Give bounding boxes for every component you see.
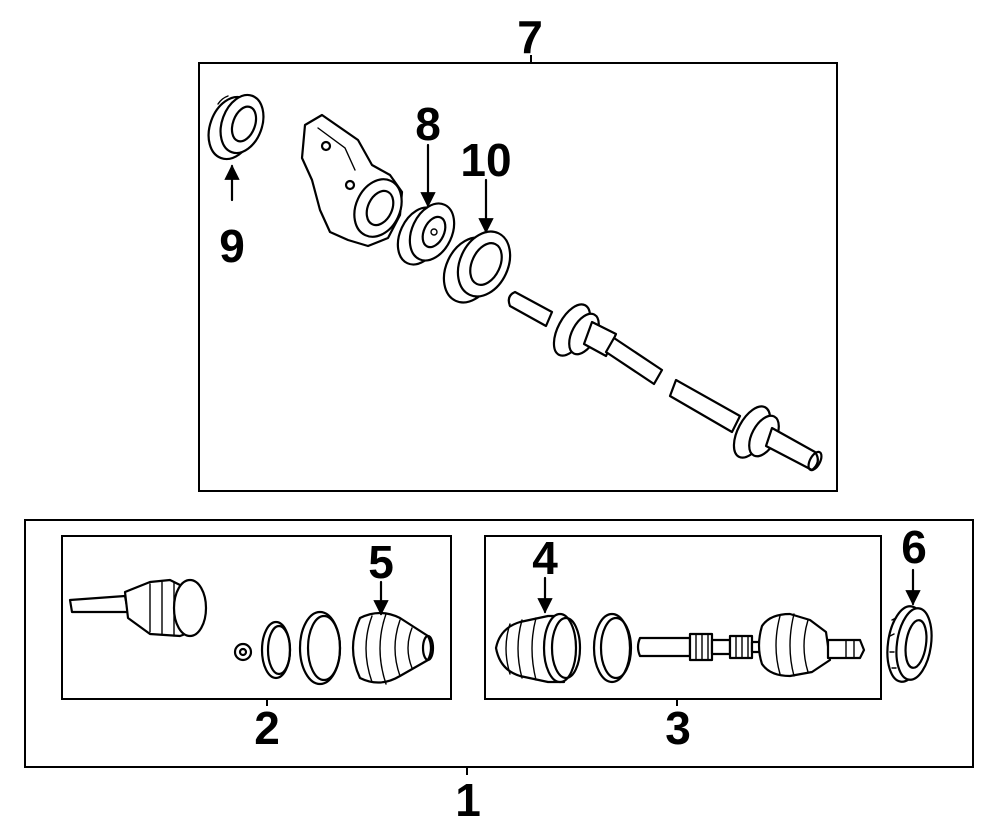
boot-clamp: [298, 610, 342, 686]
part-4-boot: [494, 612, 582, 684]
assembly-2-box: [61, 535, 452, 700]
callout-10: 10: [460, 134, 511, 186]
assembly-7-box: [198, 62, 838, 492]
callout-2: 2: [254, 702, 280, 754]
callout-4: 4: [532, 532, 558, 584]
bearing-bracket: [300, 113, 404, 248]
outer-cv-joint: [68, 578, 208, 638]
callout-1: 1: [455, 774, 481, 826]
part-9-seal: [207, 93, 265, 161]
callout-3: 3: [665, 702, 691, 754]
half-shaft: [636, 632, 766, 662]
snap-ring: [260, 620, 292, 680]
callout-5: 5: [368, 536, 394, 588]
inner-boot-clamp: [592, 612, 633, 684]
assembly-3-box: [484, 535, 882, 700]
part-8-bearing: [396, 202, 456, 266]
small-clip: [233, 642, 253, 662]
inner-cv-joint: [757, 612, 866, 678]
callout-9: 9: [219, 220, 245, 272]
intermediate-shaft: [507, 290, 823, 472]
callout-8: 8: [415, 98, 441, 150]
part-6-tone-ring: [886, 605, 933, 683]
part-10-seal: [442, 230, 512, 304]
part-5-boot: [351, 611, 435, 685]
callout-6: 6: [901, 521, 927, 573]
assembly-1-box: [24, 519, 974, 768]
callout-7: 7: [517, 11, 543, 63]
